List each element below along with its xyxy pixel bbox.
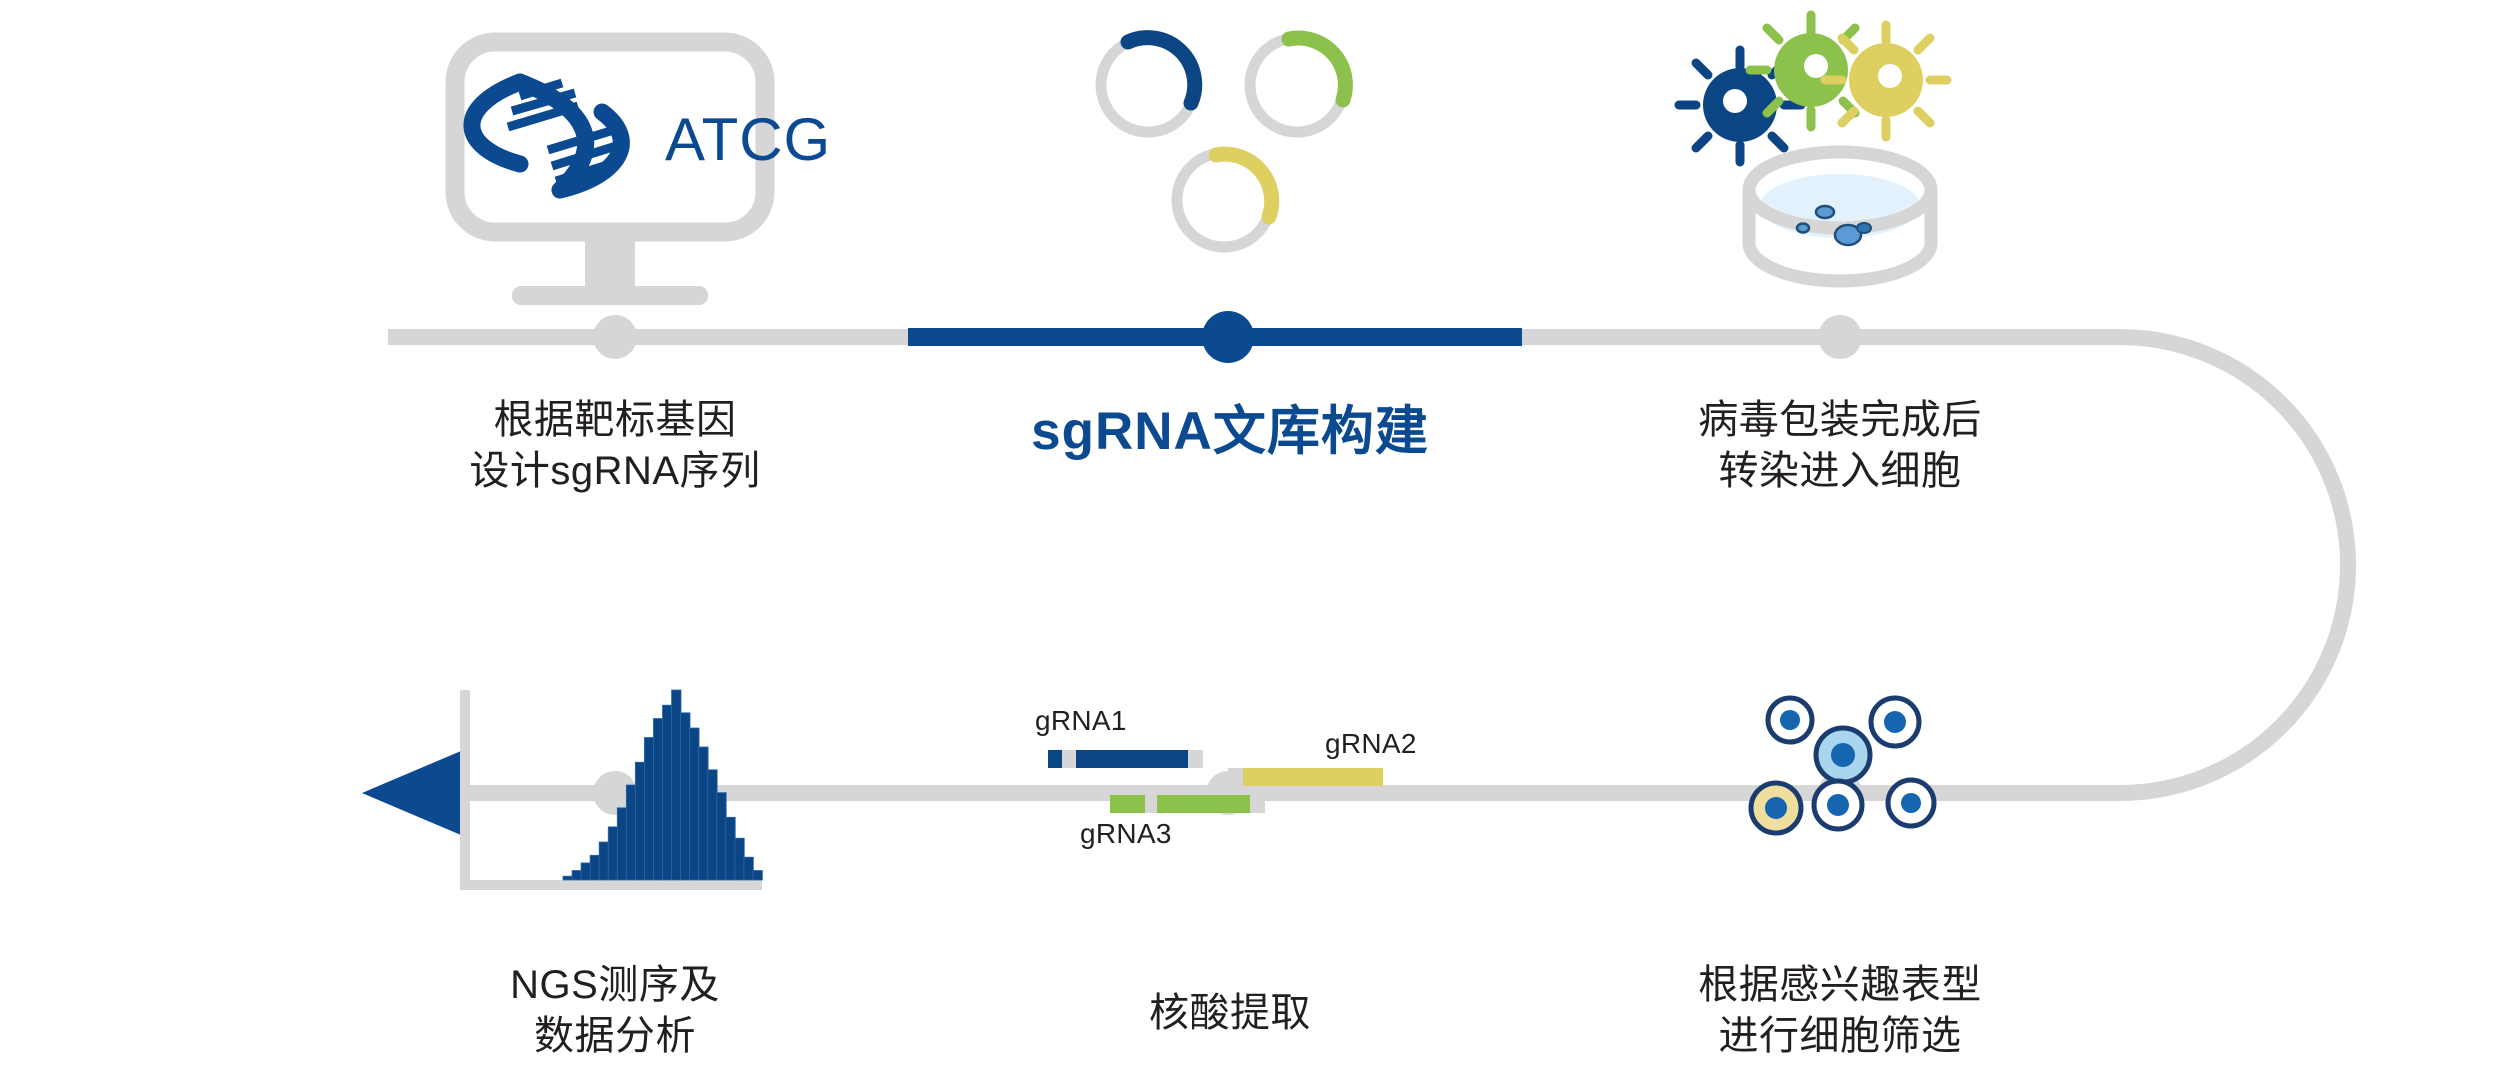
histogram-bars (562, 689, 763, 881)
grna2-bar (1228, 768, 1383, 786)
node-dot-step1[interactable] (593, 315, 637, 359)
histogram-bar (734, 837, 745, 881)
monitor-stand-neck (585, 232, 635, 290)
grna1-bar (1048, 750, 1203, 768)
histogram-bar (671, 689, 682, 881)
cell-6 (1885, 777, 1937, 829)
histogram-bar (698, 746, 709, 881)
step-label-step6[interactable]: NGS测序及 数据分析 (510, 963, 720, 1059)
cell-1 (1765, 695, 1815, 745)
histogram-bar (680, 712, 691, 881)
histogram-bar (598, 841, 610, 881)
histogram-bar (607, 826, 619, 881)
grna3-label: gRNA3 (1080, 818, 1172, 849)
histogram-bar (752, 870, 763, 881)
histogram-bar (634, 761, 646, 881)
grna3-bar (1110, 795, 1265, 813)
grna2-label: gRNA2 (1325, 728, 1417, 759)
monitor-stand-base (512, 286, 708, 305)
virus-petri-icon (1674, 10, 1952, 288)
histogram-bar (662, 704, 673, 881)
histogram-bar (616, 807, 628, 881)
step-label-step5[interactable]: 核酸提取 (1149, 991, 1311, 1035)
track-uturn-connector (2119, 329, 2356, 801)
cell-screening-icon (1748, 695, 1937, 836)
grna-alignment-icon (1048, 750, 1383, 813)
virus-blue (1674, 45, 1806, 167)
histogram-bar (562, 875, 573, 881)
histogram-bar (743, 856, 754, 881)
histogram-bar (707, 769, 718, 881)
grna1-label: gRNA1 (1035, 705, 1127, 736)
cell-3 (1813, 725, 1873, 785)
cell-2 (1868, 695, 1922, 749)
cell-5 (1811, 778, 1865, 832)
step-label-step4[interactable]: 根据感兴趣表型 进行细胞筛选 (1698, 963, 1982, 1059)
petri-cells (1795, 204, 1872, 247)
histogram-bar (580, 862, 591, 881)
histogram-bar (689, 727, 700, 881)
step-label-step2[interactable]: sgRNA文库构建 (1031, 402, 1429, 461)
node-dot-step3[interactable] (1818, 315, 1862, 359)
plasmid-icon (1095, 30, 1353, 253)
histogram-bar (589, 854, 600, 881)
histogram-bar (571, 870, 582, 881)
virus-yellow (1820, 20, 1952, 142)
histogram-bar (644, 737, 655, 881)
step-label-step3[interactable]: 病毒包装完成后 转染进入细胞 (1698, 398, 1982, 494)
dna-helix-icon (463, 73, 630, 199)
plasmid-yellow (1171, 146, 1280, 253)
monitor-dna-icon: ATCG (445, 32, 831, 305)
histogram-bar (716, 792, 727, 881)
step-label-step1[interactable]: 根据靶标基因 设计sgRNA序列 (469, 398, 761, 494)
histogram-icon (460, 689, 763, 890)
plasmid-blue (1095, 30, 1203, 138)
histogram-bar (625, 784, 637, 881)
petri-dish-icon (1742, 145, 1938, 288)
cell-4 (1748, 780, 1804, 836)
node-dot-step2-active[interactable] (1202, 311, 1254, 363)
plasmid-green (1244, 30, 1353, 138)
histogram-bar (725, 816, 736, 881)
histogram-bar (653, 718, 664, 881)
atcg-label: ATCG (665, 106, 831, 173)
arrow-head-icon (362, 748, 468, 838)
